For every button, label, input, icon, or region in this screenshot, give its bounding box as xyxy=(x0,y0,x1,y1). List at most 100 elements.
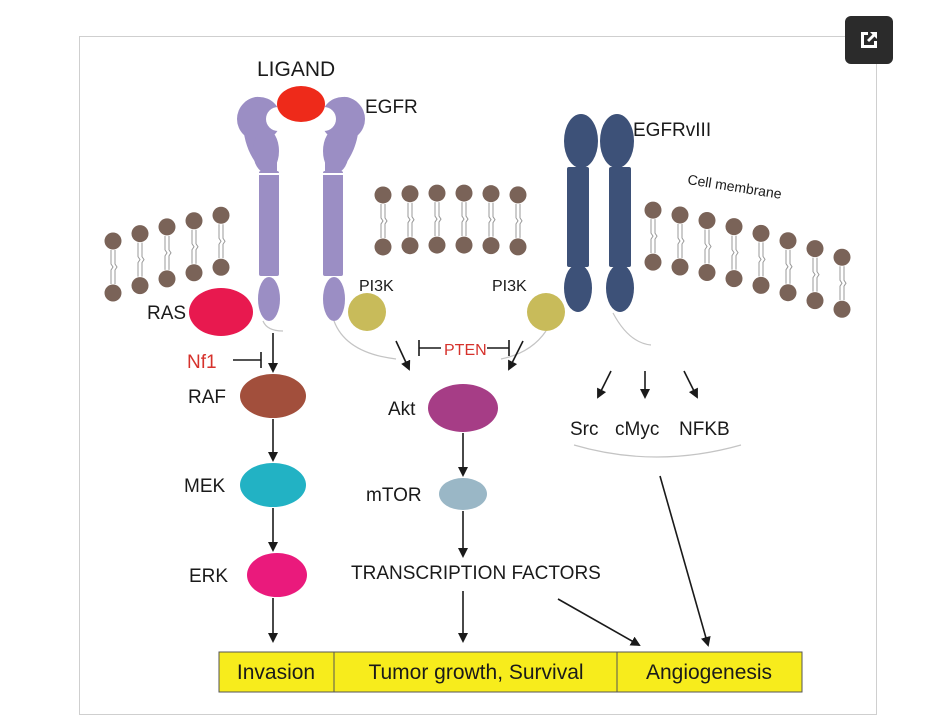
lipid-tail xyxy=(438,202,442,237)
egfr-right-stalk xyxy=(323,171,343,276)
lipid-head xyxy=(509,186,527,204)
grouping-brackets xyxy=(262,312,742,458)
lipid-head xyxy=(806,240,824,258)
lipid-head xyxy=(833,248,851,266)
outcome-bar: Invasion Tumor growth, Survival Angiogen… xyxy=(218,651,803,693)
lipid-head xyxy=(725,270,743,288)
egfrviii-right-kinase xyxy=(606,264,634,312)
egfrviii-left-kinase xyxy=(564,264,592,312)
erk-label: ERK xyxy=(189,566,228,587)
lipid-tail xyxy=(785,249,789,284)
lipid-tail xyxy=(384,203,388,238)
akt-label: Akt xyxy=(388,399,416,420)
lipid-head xyxy=(482,237,500,255)
egfrviii-left-stalk xyxy=(567,167,589,267)
ligand-label: LIGAND xyxy=(257,58,335,81)
lipid-tail xyxy=(195,229,199,264)
lipid-tail xyxy=(434,202,438,237)
lipid-head xyxy=(401,185,419,203)
lipid-tail xyxy=(407,202,411,237)
lipid-tail xyxy=(704,229,708,264)
membrane-lipid-heads xyxy=(104,184,851,318)
lipid-tail xyxy=(789,249,793,284)
lipid-head xyxy=(833,300,851,318)
lipid-tail xyxy=(137,242,141,277)
egfr-right-kinase xyxy=(323,277,345,321)
lipid-head xyxy=(374,238,392,256)
pi3k-left-label: PI3K xyxy=(359,278,394,295)
tumor-growth-label: Tumor growth, Survival xyxy=(368,661,583,684)
lipid-tail xyxy=(411,202,415,237)
egfr-right-lobe xyxy=(321,97,365,141)
lipid-head xyxy=(131,225,149,243)
figure-frame: LIGAND EGFR EGFRvIII Cell membrane RAS P… xyxy=(79,36,877,715)
tumor-growth-box xyxy=(333,651,618,693)
lipid-tail xyxy=(708,229,712,264)
egfr-right-neck xyxy=(323,129,349,173)
lipid-head xyxy=(806,292,824,310)
egfr-left-lobe xyxy=(237,97,281,141)
lipid-tail xyxy=(465,202,469,237)
mek-node xyxy=(240,463,306,507)
lipid-tail xyxy=(461,202,465,237)
lipid-head xyxy=(671,258,689,276)
lipid-head xyxy=(158,218,176,236)
membrane-lipid-tails xyxy=(110,202,847,301)
nf1-label: Nf1 xyxy=(187,352,217,373)
lipid-tail xyxy=(141,242,145,277)
open-in-new-button[interactable] xyxy=(845,16,893,64)
egfrviii-right-lobe xyxy=(600,114,634,168)
ras-label: RAS xyxy=(147,303,186,324)
lipid-head xyxy=(671,206,689,224)
membrane-label: Cell membrane xyxy=(687,171,783,202)
lipid-head xyxy=(185,264,203,282)
lipid-head xyxy=(212,206,230,224)
lipid-tail xyxy=(191,229,195,264)
lipid-tail xyxy=(677,224,681,259)
transcription-factors-label: TRANSCRIPTION FACTORS xyxy=(351,563,601,584)
lipid-tail xyxy=(218,224,222,259)
lipid-tail xyxy=(812,257,816,292)
egfr-label: EGFR xyxy=(365,97,418,118)
lipid-tail xyxy=(380,203,384,238)
lipid-tail xyxy=(488,202,492,237)
mtor-node xyxy=(439,478,487,510)
lipid-tail xyxy=(519,203,523,238)
egfrviii-left-lobe xyxy=(564,114,598,168)
raf-label: RAF xyxy=(188,387,226,408)
mtor-label: mTOR xyxy=(366,485,422,506)
lipid-head xyxy=(104,232,122,250)
egfr-left-neck xyxy=(253,129,279,173)
cmyc-label: cMyc xyxy=(615,419,659,440)
lipid-tail xyxy=(839,266,843,301)
lipid-tail xyxy=(168,235,172,270)
inhibition-marks xyxy=(233,340,510,368)
mek-label: MEK xyxy=(184,476,226,497)
ras-node xyxy=(189,288,253,336)
lipid-head xyxy=(104,284,122,302)
lipid-head xyxy=(725,218,743,236)
invasion-label: Invasion xyxy=(237,661,315,684)
erk-node xyxy=(247,553,307,597)
lipid-head xyxy=(779,232,797,250)
lipid-head xyxy=(131,277,149,295)
lipid-tail xyxy=(843,266,847,301)
invasion-box xyxy=(218,651,335,693)
lipid-head xyxy=(752,224,770,242)
lipid-tail xyxy=(492,202,496,237)
pathway-arrows xyxy=(268,333,711,647)
lipid-head xyxy=(428,236,446,254)
lipid-tail xyxy=(758,242,762,277)
lipid-tail xyxy=(114,249,118,284)
lipid-head xyxy=(698,212,716,230)
egfr-left-stalk xyxy=(259,171,279,276)
lipid-head xyxy=(509,238,527,256)
lipid-tail xyxy=(515,203,519,238)
egfr-left-kinase xyxy=(258,277,280,321)
pi3k-right-label: PI3K xyxy=(492,278,527,295)
open-in-new-icon xyxy=(861,32,877,48)
lipid-tail xyxy=(222,224,226,259)
lipid-head xyxy=(212,258,230,276)
egfrviii-receptor xyxy=(564,114,634,312)
lipid-head xyxy=(455,184,473,202)
